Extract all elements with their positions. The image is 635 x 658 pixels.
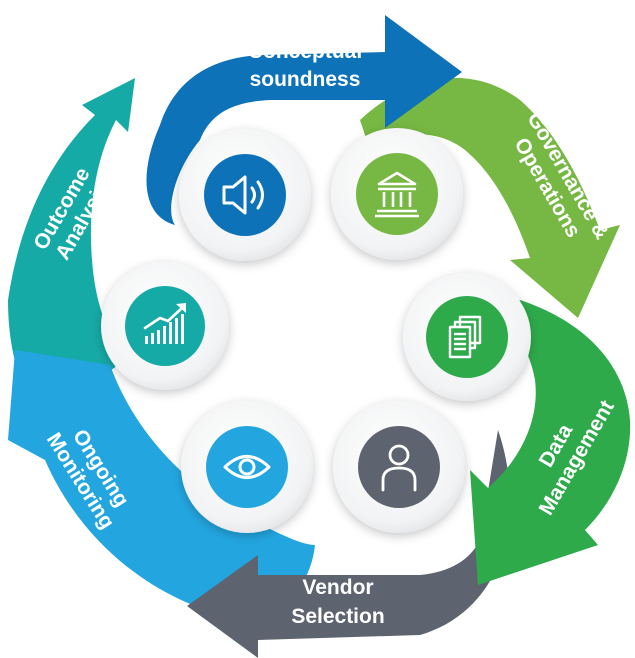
documents-icon: [448, 315, 482, 359]
node-governance-operations: [331, 128, 463, 260]
label-line: soundness: [250, 68, 361, 91]
speaker-icon: [222, 175, 264, 215]
governance-operations-arrow: [360, 77, 620, 318]
label-line: Conceptual: [248, 40, 362, 63]
conceptual-soundness-label: Conceptual soundness: [248, 40, 362, 91]
node-vendor-selection: [333, 401, 465, 533]
label-line: Selection: [291, 605, 384, 628]
growth-chart-icon: [143, 303, 186, 344]
ongoing-monitoring-arrow: [8, 350, 315, 620]
data-management-arrow: [470, 300, 631, 585]
svg-text:Vendor: Vendor: [302, 576, 373, 599]
label-line: Vendor: [302, 576, 373, 599]
bank-building-icon: [375, 171, 419, 218]
conceptual-soundness-arrow: [146, 15, 463, 225]
svg-text:soundness: soundness: [250, 68, 361, 91]
svg-text:Selection: Selection: [291, 605, 384, 628]
node-conceptual-soundness: [179, 129, 311, 261]
person-icon: [381, 444, 417, 492]
node-ongoing-monitoring: [181, 401, 313, 533]
node-data-management: [403, 273, 531, 401]
eye-icon: [223, 455, 271, 479]
vendor-selection-label: Vendor Selection: [291, 576, 384, 628]
vendor-selection-arrow: [187, 430, 510, 658]
svg-text:Conceptual: Conceptual: [248, 40, 362, 63]
node-outcome-analysis: [101, 262, 229, 390]
